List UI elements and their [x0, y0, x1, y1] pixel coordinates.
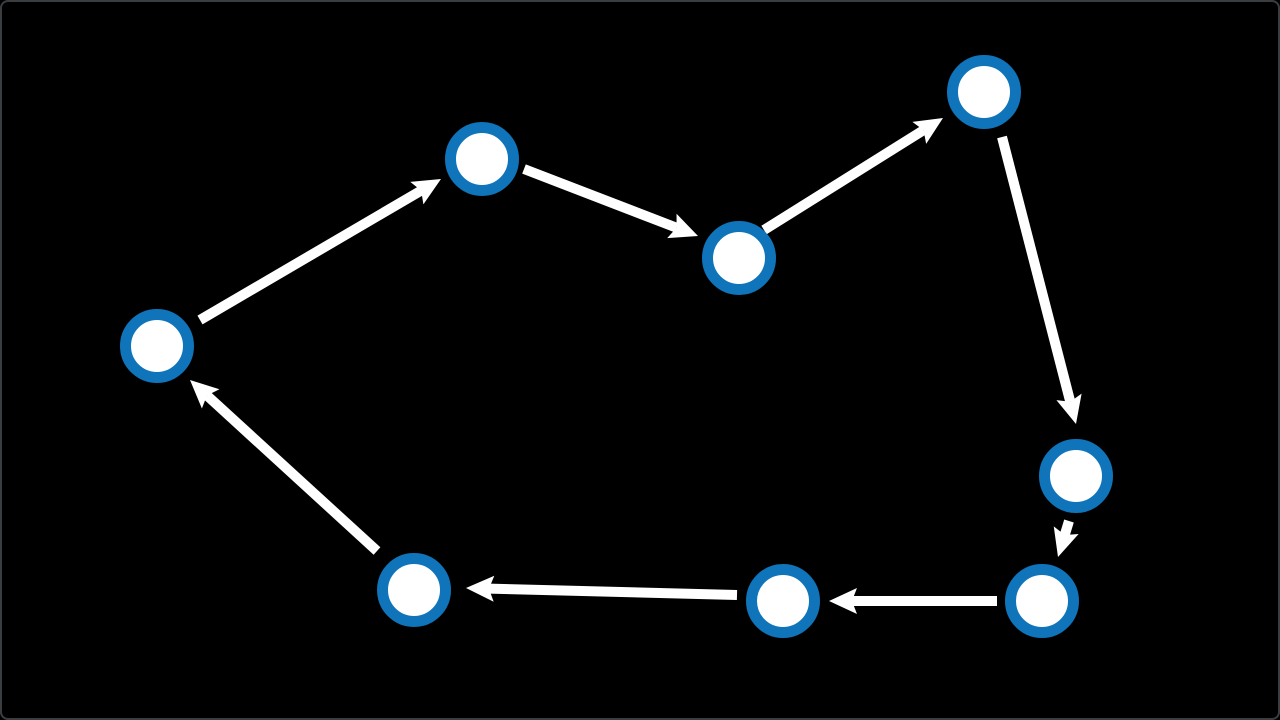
graph-edge-n7-n8	[466, 575, 738, 602]
graph-node-n7[interactable]	[746, 564, 820, 638]
graph-edge-n3-n1	[761, 118, 943, 235]
arrowhead-icon	[667, 213, 698, 239]
arrowhead-icon	[466, 575, 495, 602]
edge-shaft	[203, 391, 381, 555]
edge-shaft	[1059, 519, 1074, 537]
edge-shaft	[761, 125, 927, 235]
edge-shaft	[997, 135, 1076, 404]
graph-edge-n6-n7	[829, 588, 997, 614]
graph-node-n6[interactable]	[1005, 564, 1079, 638]
arrowhead-icon	[1056, 393, 1082, 424]
graph-edge-n5-n6	[1053, 519, 1079, 557]
graph-node-n3[interactable]	[702, 221, 776, 295]
graph-edge-n8-n4	[190, 380, 381, 555]
arrowhead-icon	[912, 118, 943, 144]
graph-node-n2[interactable]	[445, 122, 519, 196]
graph-node-n4[interactable]	[120, 309, 194, 383]
graph-edge-n4-n2	[197, 179, 441, 325]
arrowhead-icon	[829, 588, 857, 614]
graph-node-n8[interactable]	[377, 553, 451, 627]
arrowhead-icon	[190, 380, 220, 409]
graph-edge-n2-n3	[522, 164, 698, 239]
graph-node-n1[interactable]	[947, 55, 1021, 129]
arrowhead-icon	[1053, 526, 1079, 557]
edge-shaft	[197, 186, 424, 325]
arrowhead-icon	[410, 179, 441, 205]
edge-shaft	[522, 164, 679, 233]
edge-shaft	[488, 583, 738, 600]
graph-node-n5[interactable]	[1039, 439, 1113, 513]
graph-edge-n1-n5	[997, 135, 1082, 424]
